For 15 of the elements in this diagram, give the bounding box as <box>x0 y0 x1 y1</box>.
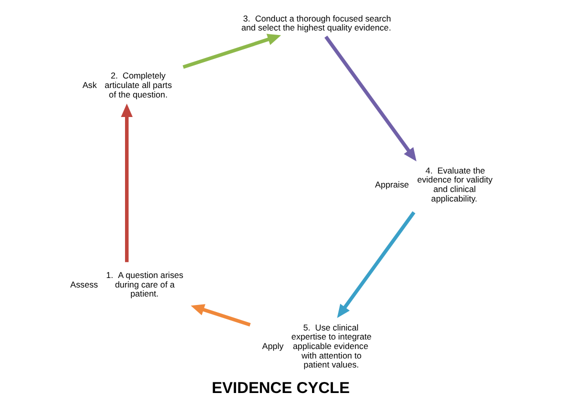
arrow <box>182 34 282 69</box>
node-text: Ask <box>82 80 97 90</box>
node-label: 1. A question arises during care of a patient. <box>106 270 184 299</box>
node-text: 3. Conduct a thorough focused search and select the highest quality evidence. <box>241 13 392 33</box>
node-label: 4. Evaluate the evidence for validity and clinical applicability. <box>417 165 493 204</box>
arrow <box>120 104 133 262</box>
arrow <box>190 304 251 327</box>
arrow <box>324 36 416 162</box>
diagram-title: EVIDENCE CYCLE <box>212 380 350 397</box>
node-text: Appraise <box>375 179 409 190</box>
node-label: 5. Use clinical expertise to integrate applicable evidence with attention to patient values. <box>291 322 372 370</box>
arrow <box>337 211 416 318</box>
node-text: Apply <box>262 340 284 351</box>
node-text: Assess <box>70 279 98 290</box>
node-label: 2. Completely articulate all parts of the question. <box>104 70 172 100</box>
